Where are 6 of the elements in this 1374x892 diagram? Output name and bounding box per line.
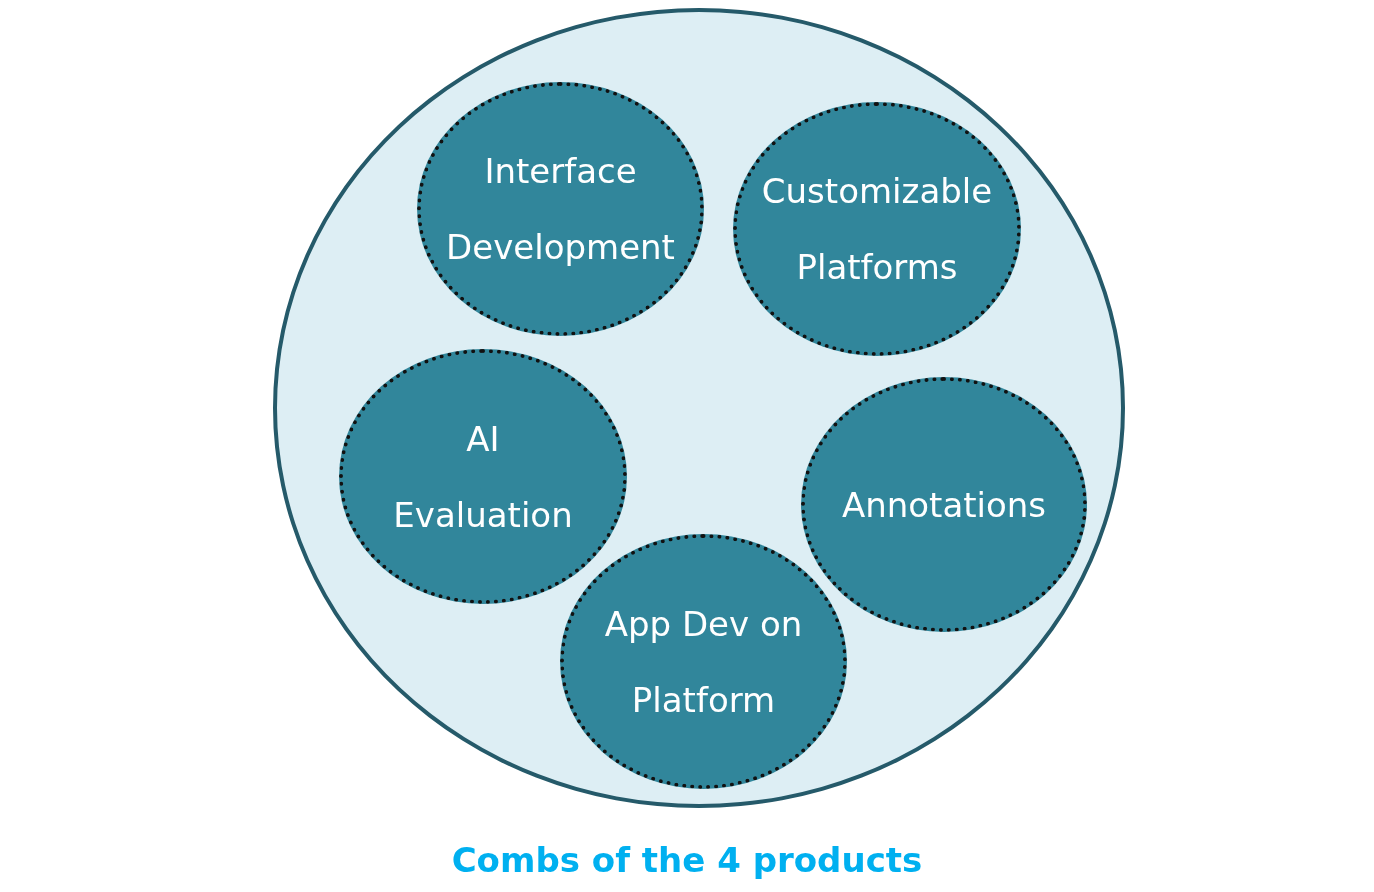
circle-label: Customizable Platforms [760,170,994,289]
circle-label: App Dev on Platform [603,602,804,722]
circle-label: AI Evaluation [392,417,574,537]
circle-label: Interface Development [445,150,676,269]
circle-label: Annotations [841,483,1047,527]
caption: Combs of the 4 products [451,840,923,880]
